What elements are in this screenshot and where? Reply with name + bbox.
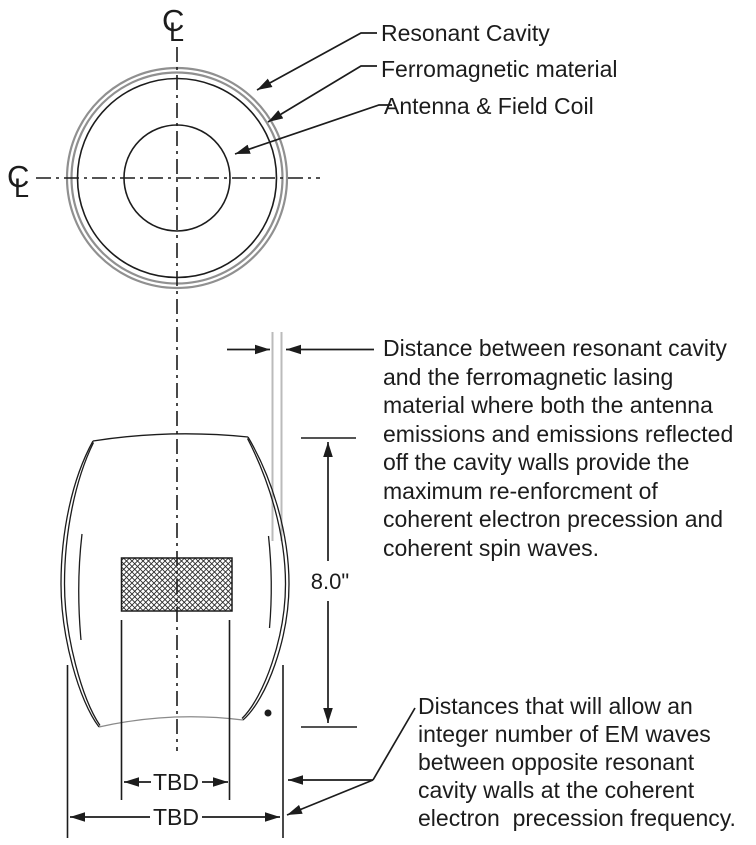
- inner-width-dim-label: TBD: [153, 769, 199, 795]
- label-antenna-field-coil: Antenna & Field Coil: [384, 93, 594, 119]
- gap-reference: [227, 332, 374, 541]
- height-dim-label: 8.0": [311, 569, 349, 594]
- side-view: [60, 433, 290, 728]
- centerline-symbol-l: L: [14, 173, 29, 203]
- centerline-symbol-l: L: [169, 17, 184, 47]
- distances-note-leader-stem: [372, 707, 416, 781]
- centerline-symbol-left: C L: [7, 159, 29, 203]
- cavity-right-wall-inner: [241, 438, 287, 719]
- centerline-symbol-c: C: [162, 3, 184, 38]
- top-view: C L C L: [7, 3, 392, 751]
- cavity-top-edge: [92, 433, 249, 442]
- antenna-field-coil-leader-arrow: [234, 104, 392, 155]
- label-ferromagnetic-material: Ferromagnetic material: [381, 56, 618, 82]
- ferromagnetic-material-crosshatch: [120, 557, 233, 612]
- cavity-right-wall-outer: [242, 436, 290, 721]
- cavity-left-wall-outer: [60, 440, 100, 728]
- outer-width-dim-label: TBD: [153, 804, 199, 830]
- ferromagnetic-material-leader-arrow: [267, 65, 377, 123]
- cavity-left-wall-inner: [63, 442, 101, 726]
- centerline-symbol-c: C: [7, 159, 29, 194]
- inner-surface-arc-left: [78, 533, 83, 641]
- distances-note-leader-arrow-lower: [286, 779, 374, 816]
- reference-dot: [264, 709, 272, 717]
- resonant-cavity-leader-arrow: [256, 32, 377, 91]
- note-integer-distances: Distances that will allow an integer num…: [418, 693, 736, 831]
- centerline-symbol-top: C L: [162, 3, 184, 47]
- note-gap-distance: Distance between resonant cavity and the…: [383, 335, 734, 561]
- dimensions: 8.0" TBD TBD: [66, 437, 416, 838]
- label-resonant-cavity: Resonant Cavity: [381, 20, 550, 46]
- cavity-bottom-edge: [98, 716, 244, 728]
- inner-surface-arc-right: [267, 535, 272, 629]
